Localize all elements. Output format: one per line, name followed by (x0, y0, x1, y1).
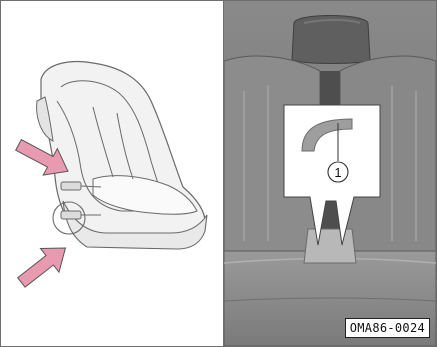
right-panel-rear-seat: 1 OMA86-0024 (224, 1, 436, 346)
callout-number: 1 (334, 165, 341, 180)
isofix-latch-lower (61, 211, 81, 219)
isofix-latch-upper (61, 182, 81, 190)
figure-code-label: OMA86-0024 (345, 318, 430, 338)
child-seat-illustration (1, 1, 223, 346)
arrow-icon (12, 236, 75, 294)
rear-seat-photo: 1 (224, 1, 436, 346)
left-panel-child-seat (1, 1, 223, 346)
latch-area (304, 229, 356, 263)
